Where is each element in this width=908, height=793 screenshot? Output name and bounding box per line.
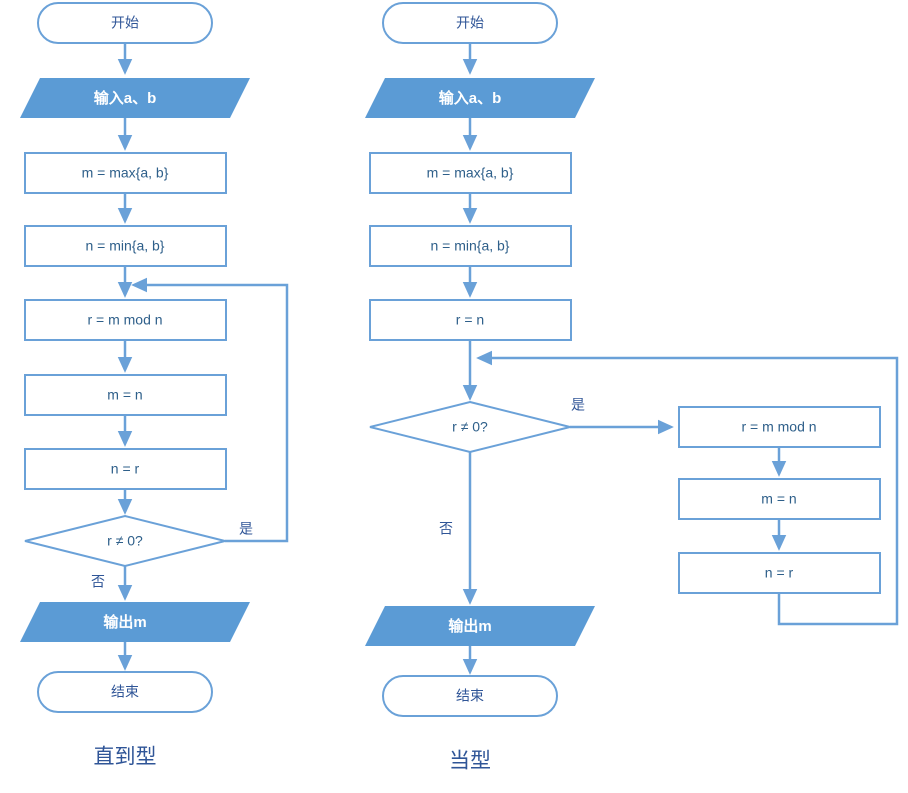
- edge-label-yes: 是: [571, 397, 585, 413]
- node-decision: r ≠ 0?: [24, 514, 226, 568]
- node-mod: r = m mod n: [24, 299, 227, 341]
- node-end-label: 结束: [111, 684, 139, 700]
- node-assign-n: n = r: [678, 552, 881, 594]
- chart-caption-until-type: 直到型: [94, 746, 157, 769]
- node-min: n = min{a, b}: [369, 225, 572, 267]
- node-decision: r ≠ 0?: [369, 400, 571, 454]
- node-mod-label: r = m mod n: [741, 419, 816, 435]
- node-min: n = min{a, b}: [24, 225, 227, 267]
- node-input: 输入a、b: [365, 78, 595, 118]
- node-start: 开始: [382, 2, 558, 44]
- node-start: 开始: [37, 2, 213, 44]
- node-assign-n-label: n = r: [111, 461, 140, 477]
- node-input-label: 输入a、b: [439, 89, 502, 107]
- edge-decision-yes-loopback: [131, 277, 289, 543]
- node-input-label: 输入a、b: [94, 89, 157, 107]
- node-init-r-label: r = n: [456, 312, 484, 328]
- node-assign-n-label: n = r: [765, 565, 794, 581]
- node-assign-n: n = r: [24, 448, 227, 490]
- edge-label-no: 否: [91, 574, 105, 590]
- edge-label-yes: 是: [239, 521, 253, 537]
- node-input: 输入a、b: [20, 78, 250, 118]
- node-mod-label: r = m mod n: [87, 312, 162, 328]
- chart-caption-while-type: 当型: [449, 750, 491, 773]
- node-output-label: 输出m: [448, 617, 491, 635]
- node-max-label: m = max{a, b}: [82, 165, 169, 181]
- edge-label-no: 否: [439, 521, 453, 537]
- node-max: m = max{a, b}: [369, 152, 572, 194]
- node-assign-m: m = n: [24, 374, 227, 416]
- node-max-label: m = max{a, b}: [427, 165, 514, 181]
- node-init-r: r = n: [369, 299, 572, 341]
- node-output: 输出m: [20, 602, 250, 642]
- node-end: 结束: [37, 671, 213, 713]
- chart-until-type: 开始 输入a、b m = max{a, b} n = min{a, b}: [20, 2, 289, 769]
- edge-loop-back-to-decision: [476, 350, 899, 626]
- node-start-label: 开始: [456, 15, 484, 31]
- node-output: 输出m: [365, 606, 595, 646]
- node-decision-label: r ≠ 0?: [452, 419, 488, 435]
- node-min-label: n = min{a, b}: [430, 238, 509, 254]
- chart-while-type: 开始 输入a、b m = max{a, b} n = min{a, b}: [365, 2, 899, 773]
- node-min-label: n = min{a, b}: [85, 238, 164, 254]
- node-max: m = max{a, b}: [24, 152, 227, 194]
- node-assign-m: m = n: [678, 478, 881, 520]
- node-start-label: 开始: [111, 15, 139, 31]
- node-mod: r = m mod n: [678, 406, 881, 448]
- node-output-label: 输出m: [103, 613, 146, 631]
- node-assign-m-label: m = n: [107, 387, 142, 403]
- node-end-label: 结束: [456, 688, 484, 704]
- node-end: 结束: [382, 675, 558, 717]
- node-assign-m-label: m = n: [761, 491, 796, 507]
- node-decision-label: r ≠ 0?: [107, 533, 143, 549]
